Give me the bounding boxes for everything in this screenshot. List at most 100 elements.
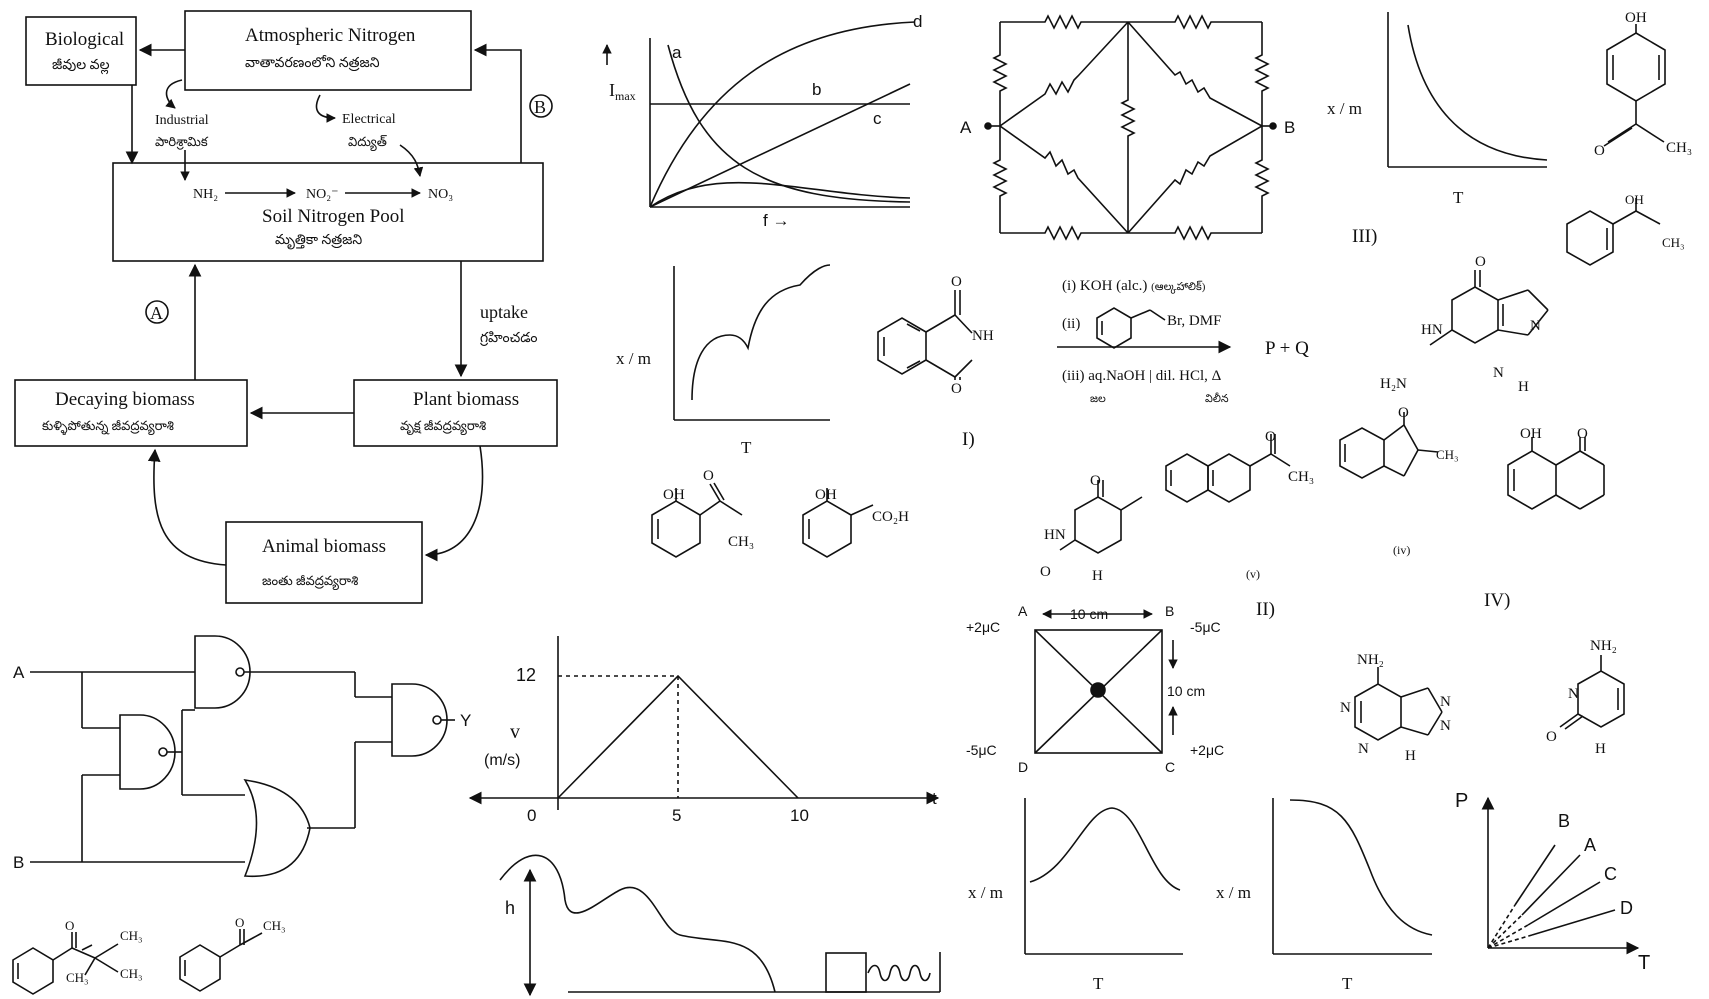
label-t-sigmoid: T — [1342, 974, 1353, 993]
line-b — [1514, 844, 1556, 906]
label-corner-c: C — [1165, 759, 1175, 775]
label-adenine-n3: N — [1440, 694, 1451, 710]
block — [825, 952, 867, 993]
label-i: I) — [962, 429, 975, 450]
label-vt-mid: 5 — [672, 806, 681, 825]
label-line-a: A — [1584, 835, 1596, 855]
label-oh-1: OH — [1625, 10, 1647, 26]
label-k2-ch3: CH₃ — [263, 918, 286, 933]
spring — [867, 964, 931, 982]
label-step1: (i) KOH (alc.) (ఆల్కహాలిక్) — [1062, 278, 1206, 294]
label-guanine-h: H — [1518, 379, 1529, 395]
arrow-electrical — [315, 94, 336, 123]
label-guanine-n2: N — [1493, 365, 1504, 381]
label-thymine-hn: HN — [1044, 527, 1066, 543]
label-electrical: Electrical — [342, 112, 396, 127]
structure-indenone — [1339, 412, 1439, 479]
label-step2: Br, DMF — [1167, 313, 1221, 329]
label-imax: Imax — [609, 80, 636, 103]
label-ii: II) — [1256, 599, 1275, 620]
arrow-plant-to-animal — [424, 445, 484, 562]
structure-hydroxyacetophenone — [1603, 24, 1666, 147]
label-thymine-o1: O — [1090, 473, 1101, 489]
label-t-top: T — [1453, 188, 1464, 207]
label-guanine-h2n: H₂N — [1380, 376, 1407, 392]
box-decaying — [14, 379, 248, 447]
structure-benzyl — [1096, 307, 1166, 349]
vt-graph — [468, 636, 940, 810]
xm-graph-top — [1387, 12, 1548, 168]
label-sa-co2h: CO₂H — [872, 509, 909, 525]
label-atmospheric-te: వాతావరణంలోని నత్రజని — [245, 55, 380, 72]
xm-curve-1 — [691, 264, 831, 401]
label-t-peak: T — [1093, 974, 1104, 993]
label-decaying-te: కుళ్ళిపోతున్న జీవద్రవ్యరాశి — [42, 418, 174, 436]
label-naph-ch3: CH₃ — [1288, 469, 1314, 485]
label-tetralone-oh: OH — [1520, 426, 1542, 442]
structure-cyclohexenyl-ethanol — [1566, 198, 1661, 266]
label-tetralone-o: O — [1577, 426, 1588, 442]
curves-graph — [602, 21, 916, 208]
center-charge — [1090, 682, 1106, 698]
label-k1-ch3-b: CH₃ — [120, 966, 143, 981]
label-step2-num: (ii) — [1062, 316, 1080, 332]
label-k1-o: O — [65, 918, 74, 933]
h-track — [499, 854, 776, 993]
label-k1-ch3-c: CH₃ — [66, 970, 89, 985]
label-ha-ch3: CH₃ — [728, 534, 754, 550]
label-phthalimide-o1: O — [951, 274, 962, 290]
structure-ketone-2 — [179, 929, 263, 992]
structure-adenine — [1354, 667, 1443, 741]
label-charge-b: -5μC — [1190, 619, 1221, 635]
label-industrial-te: పారిశ్రామిక — [155, 134, 209, 150]
structure-hydroxyacetophenone-2 — [651, 482, 743, 558]
structure-guanine — [1429, 270, 1549, 346]
label-k1-ch3-a: CH₃ — [120, 928, 143, 943]
label-soil-pool: Soil Nitrogen Pool — [262, 206, 405, 227]
vt-series-line — [557, 674, 799, 799]
structure-phthalimide — [877, 290, 973, 380]
h-diagram — [499, 854, 941, 997]
label-uptake: uptake — [480, 302, 528, 322]
label-plant-te: వృక్ష జీవద్రవ్యరాశి — [400, 418, 486, 436]
label-input-a: A — [13, 663, 25, 682]
label-corner-d: D — [1018, 759, 1028, 775]
box-soil-pool — [112, 162, 544, 262]
label-guanine-hn: HN — [1421, 322, 1443, 338]
label-side-right: 10 cm — [1167, 683, 1205, 699]
label-cytosine-nh2: NH₂ — [1590, 638, 1617, 654]
label-guanine-n1: N — [1530, 318, 1541, 334]
xm-graph-sigmoid — [1272, 798, 1433, 955]
label-t-axis-pt: T — [1638, 952, 1650, 974]
label-vt-t: t — [932, 789, 937, 808]
label-animal: Animal biomass — [262, 536, 386, 557]
nand-gate-1 — [119, 714, 176, 790]
resistor-network — [984, 14, 1277, 241]
label-product: P + Q — [1265, 338, 1309, 359]
label-adenine-h: H — [1405, 748, 1416, 764]
arrow-animal-to-decay — [147, 448, 227, 566]
label-xm-top: x / m — [1327, 99, 1362, 118]
label-charge-d: -5μC — [966, 742, 997, 758]
label-industrial: Industrial — [155, 113, 209, 128]
logic-circuit — [30, 635, 455, 878]
label-node-a: A — [960, 118, 972, 137]
label-plant: Plant biomass — [413, 389, 519, 410]
structure-ketone-1 — [12, 932, 119, 995]
label-uptake-te: గ్రహించడం — [479, 331, 537, 346]
box-biological — [25, 16, 137, 86]
label-ha-o: O — [703, 468, 714, 484]
label-soil-pool-te: మృత్తికా నత్రజని — [275, 233, 362, 250]
or-gate — [243, 778, 311, 878]
label-biological-te: జీవుల వల్ల — [52, 58, 110, 75]
label-adenine-nh2: NH₂ — [1357, 652, 1384, 668]
label-output-y: Y — [460, 711, 471, 730]
label-nh2: NH₂ — [193, 187, 218, 202]
label-cytosine-n: N — [1568, 686, 1579, 702]
label-biological: Biological — [45, 29, 124, 50]
box-animal — [225, 521, 423, 604]
charges-square — [1034, 609, 1178, 754]
label-ch3-2: CH₃ — [1662, 235, 1685, 250]
label-vt-origin: 0 — [527, 806, 536, 825]
label-no2: NO₂⁻ — [306, 187, 339, 202]
